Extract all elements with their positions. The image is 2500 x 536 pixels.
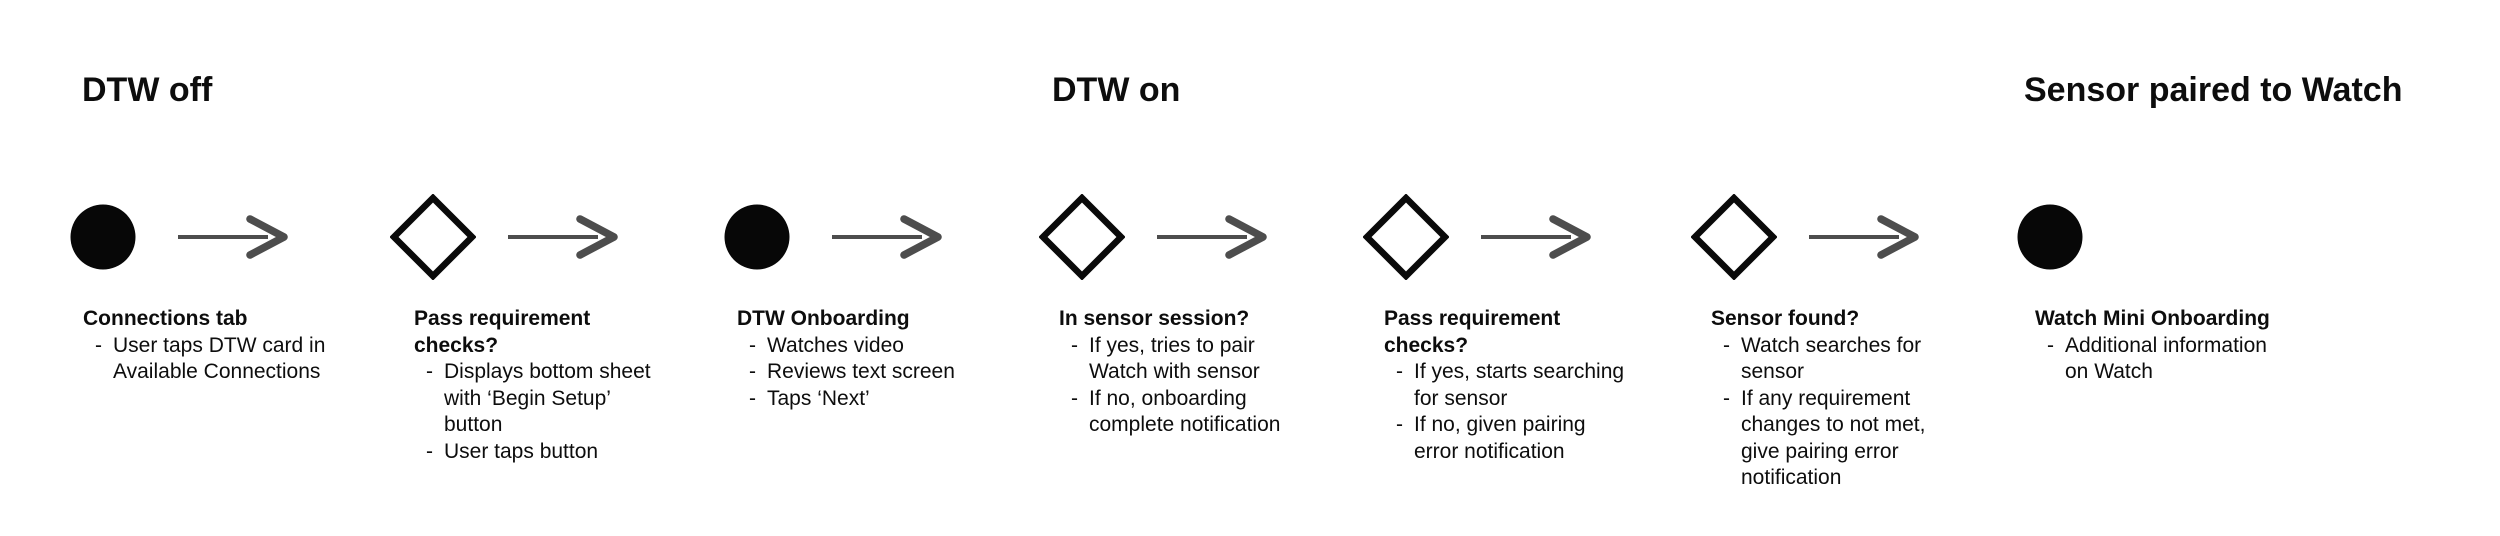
bullet-text: User taps button [444,439,599,463]
bullet-dash: - [95,333,102,357]
step-bullet-list: - Additional information on Watch [2035,333,2345,386]
flow-step-7: Watch Mini Onboarding - Additional infor… [2017,0,2355,536]
bullet-item: - Watches video [737,333,1047,360]
bullet-item: - If yes, starts searching for sensor [1384,359,1694,412]
bullet-text: Additional information on Watch [2065,333,2267,384]
step-text-block: DTW Onboarding - Watches video - Reviews… [737,306,1047,412]
bullet-dash: - [1396,360,1403,383]
bullet-item: - User taps button [414,439,724,466]
bullet-item: - If any requirement changes to not met,… [1711,386,2021,492]
step-bullet-list: - Displays bottom sheet with ‘Begin Setu… [414,359,724,465]
flow-step-1: Connections tab - User taps DTW card in … [70,0,403,536]
step-bullet-list: - Watch searches for sensor - If any req… [1711,333,2021,492]
bullet-item: - If no, onboarding complete notificatio… [1059,386,1369,439]
bullet-text: Watches video [767,333,904,357]
bullet-item: - User taps DTW card in Available Connec… [83,333,393,386]
step-text-block: In sensor session? - If yes, tries to pa… [1059,306,1369,439]
flow-node-diamond [1363,194,1449,280]
flow-node-diamond [1039,194,1125,280]
flow-step-6: Sensor found? - Watch searches for senso… [1691,0,2031,536]
step-title: In sensor session? [1059,307,1250,330]
phase-heading-sensor-paired: Sensor paired to Watch [2024,71,2403,109]
bullet-dash: - [2047,333,2054,357]
bullet-item: - Taps ‘Next’ [737,386,1047,413]
step-title: Watch Mini Onboarding [2035,307,2270,330]
bullet-item: - Watch searches for sensor [1711,333,2021,386]
bullet-text: Taps ‘Next’ [767,386,870,410]
flow-node-circle [70,204,136,270]
step-title: Connections tab [83,307,248,330]
arrow-right-icon [178,215,288,259]
bullet-dash: - [1071,333,1078,357]
step-text-block: Connections tab - User taps DTW card in … [83,306,393,386]
bullet-dash: - [749,333,756,357]
bullet-dash: - [1723,386,1730,410]
flow-node-diamond [1691,194,1777,280]
phase-heading-dtw-on: DTW on [1052,71,1181,109]
step-bullet-list: - If yes, tries to pair Watch with senso… [1059,333,1369,439]
bullet-dash: - [1396,413,1403,436]
bullet-text: Displays bottom sheet with ‘Begin Setup’… [444,360,651,436]
step-text-block: Sensor found? - Watch searches for senso… [1711,306,2021,492]
bullet-dash: - [426,360,433,383]
flow-step-4: In sensor session? - If yes, tries to pa… [1039,0,1379,536]
bullet-item: - If yes, tries to pair Watch with senso… [1059,333,1369,386]
step-text-block: Watch Mini Onboarding - Additional infor… [2035,306,2345,386]
arrow-right-icon [1481,215,1591,259]
bullet-text: User taps DTW card in Available Connecti… [113,333,326,384]
step-bullet-list: - User taps DTW card in Available Connec… [83,333,393,386]
step-title: DTW Onboarding [737,307,910,330]
bullet-dash: - [1071,386,1078,410]
arrow-right-icon [1157,215,1267,259]
arrow-right-icon [1809,215,1919,259]
bullet-item: - Reviews text screen [737,359,1047,386]
bullet-text: If yes, tries to pair Watch with sensor [1089,333,1260,384]
bullet-text: If any requirement changes to not met, g… [1741,386,1926,490]
step-bullet-list: - If yes, starts searching for sensor - … [1384,359,1694,465]
bullet-dash: - [749,360,756,383]
step-title: Sensor found? [1711,307,1860,330]
step-title: Pass requirement checks? [414,307,591,357]
bullet-item: - Additional information on Watch [2035,333,2345,386]
flow-node-diamond [390,194,476,280]
bullet-text: If no, onboarding complete notification [1089,386,1281,437]
step-bullet-list: - Watches video - Reviews text screen - … [737,333,1047,413]
bullet-text: Watch searches for sensor [1741,333,1922,384]
bullet-text: If no, given pairing error notification [1414,413,1586,463]
phase-heading-dtw-off: DTW off [82,71,213,109]
step-text-block: Pass requirement checks? - If yes, start… [1384,306,1694,465]
flow-step-5: Pass requirement checks? - If yes, start… [1363,0,1704,536]
flow-node-circle [724,204,790,270]
flow-node-circle [2017,204,2083,270]
bullet-text: If yes, starts searching for sensor [1414,360,1625,410]
arrow-right-icon [508,215,618,259]
bullet-text: Reviews text screen [767,360,955,383]
flow-step-2: Pass requirement checks? - Displays bott… [390,0,734,536]
bullet-item: - If no, given pairing error notificatio… [1384,412,1694,465]
bullet-dash: - [749,386,756,410]
bullet-dash: - [426,439,433,463]
bullet-item: - Displays bottom sheet with ‘Begin Setu… [414,359,724,439]
flow-step-3: DTW Onboarding - Watches video - Reviews… [724,0,1057,536]
step-title: Pass requirement checks? [1384,307,1561,357]
arrow-right-icon [832,215,942,259]
step-text-block: Pass requirement checks? - Displays bott… [414,306,724,465]
bullet-dash: - [1723,333,1730,357]
